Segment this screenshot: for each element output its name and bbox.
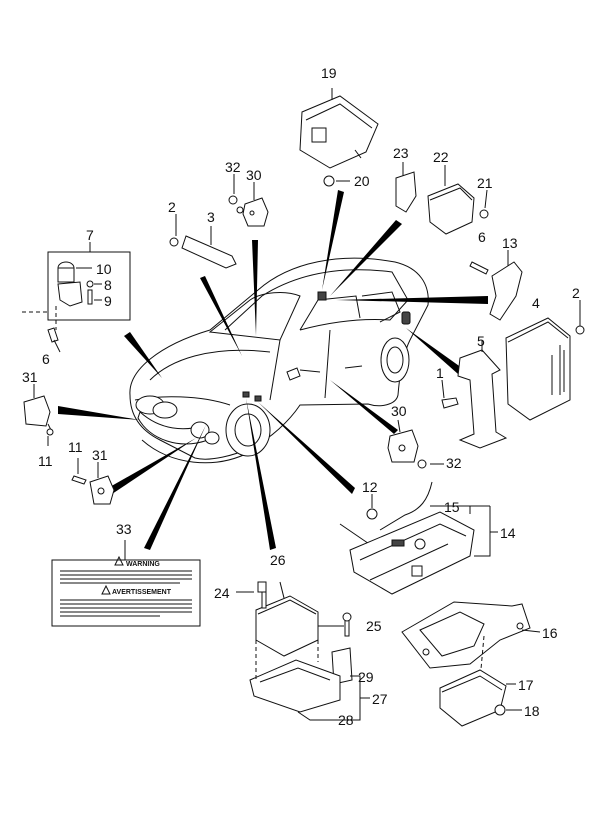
callout-numbers: 19 23 22 32 30 20 21 2 3 7 6 13 10 8 2 9… — [22, 65, 580, 728]
callout-31-lower: 31 — [92, 447, 108, 463]
callout-4: 4 — [532, 295, 540, 311]
callout-30-right: 30 — [391, 403, 407, 419]
part-3-bracket — [169, 226, 237, 269]
location-pointers — [58, 190, 488, 550]
part-14-15-seat-rail-assembly — [339, 481, 491, 595]
callout-5: 5 — [477, 333, 485, 349]
callout-27: 27 — [372, 691, 388, 707]
callout-7: 7 — [86, 227, 94, 243]
part-17-18-module — [439, 669, 507, 727]
part-22-sensor-unit — [427, 165, 489, 235]
callout-17: 17 — [518, 677, 534, 693]
callout-8: 8 — [104, 277, 112, 293]
callout-9: 9 — [104, 293, 112, 309]
callout-3: 3 — [207, 209, 215, 225]
part-23-bracket — [395, 162, 417, 213]
callout-6-left: 6 — [42, 351, 50, 367]
warning-label-heading-2: AVERTISSEMENT — [112, 589, 172, 596]
callout-24: 24 — [214, 585, 230, 601]
callout-20: 20 — [354, 173, 370, 189]
callout-2-left: 2 — [168, 199, 176, 215]
callout-12: 12 — [362, 479, 378, 495]
callout-10: 10 — [96, 261, 112, 277]
callout-14: 14 — [500, 525, 516, 541]
callout-15: 15 — [444, 499, 460, 515]
part-30-32-right-group — [387, 429, 427, 469]
callout-13: 13 — [502, 235, 518, 251]
callout-6-right: 6 — [478, 229, 486, 245]
part-20-nut — [323, 175, 350, 187]
part-11-31-lower-left — [71, 475, 115, 505]
callout-32-top: 32 — [225, 159, 241, 175]
callout-28: 28 — [338, 712, 354, 728]
part-4-control-unit — [505, 317, 585, 421]
callout-23: 23 — [393, 145, 409, 161]
callout-25: 25 — [366, 618, 382, 634]
part-30-32-top-group — [228, 195, 269, 227]
part-31-left-sensor — [23, 395, 54, 436]
callout-29: 29 — [358, 669, 374, 685]
part-33-warning-label: WARNING AVERTISSEMENT — [51, 540, 201, 627]
callout-11-left: 11 — [38, 453, 53, 469]
part-13-bracket — [469, 250, 523, 321]
callout-11: 11 — [68, 439, 83, 455]
part-19-module — [299, 88, 379, 169]
car-illustration — [129, 257, 429, 464]
leader-lines — [33, 174, 581, 711]
callout-31-left: 31 — [22, 369, 38, 385]
callout-32-right: 32 — [446, 455, 462, 471]
part-16-bracket — [401, 601, 531, 681]
warning-label-heading-1: WARNING — [126, 561, 160, 568]
callout-18: 18 — [524, 703, 540, 719]
part-5-bracket — [441, 340, 508, 449]
part-26-airbag-module-assembly — [249, 581, 361, 721]
callout-30-top: 30 — [246, 167, 262, 183]
callout-21: 21 — [477, 175, 493, 191]
callout-19: 19 — [321, 65, 337, 81]
callout-26: 26 — [270, 552, 286, 568]
callout-33: 33 — [116, 521, 132, 537]
callout-16: 16 — [542, 625, 558, 641]
part-7-assembly-box — [22, 242, 131, 343]
callout-1: 1 — [436, 365, 444, 381]
callout-2-right: 2 — [572, 285, 580, 301]
callout-22: 22 — [433, 149, 449, 165]
